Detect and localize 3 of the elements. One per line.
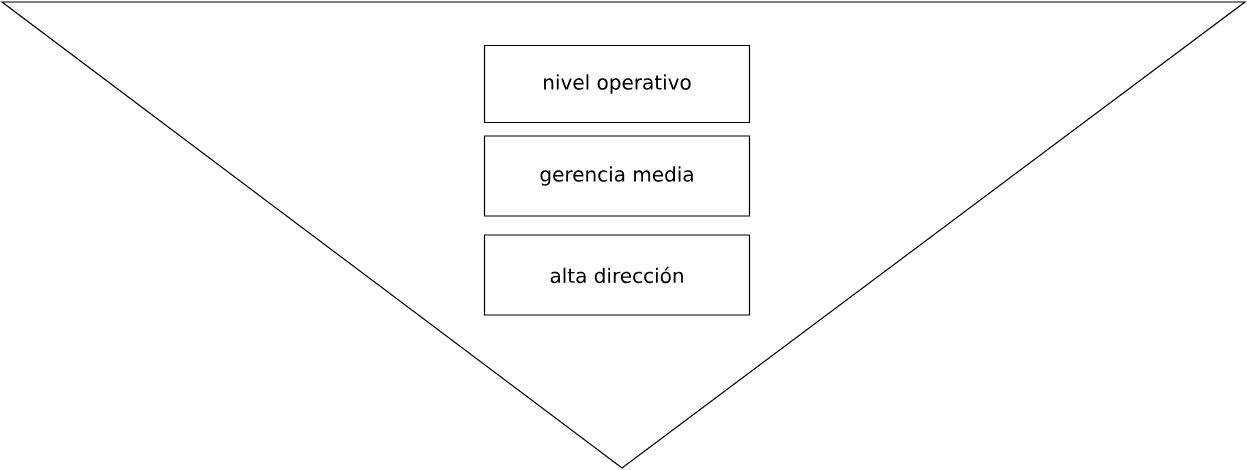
level-box: alta dirección xyxy=(483,234,751,316)
level-box: nivel operativo xyxy=(483,44,751,124)
level-box: gerencia media xyxy=(483,135,751,217)
